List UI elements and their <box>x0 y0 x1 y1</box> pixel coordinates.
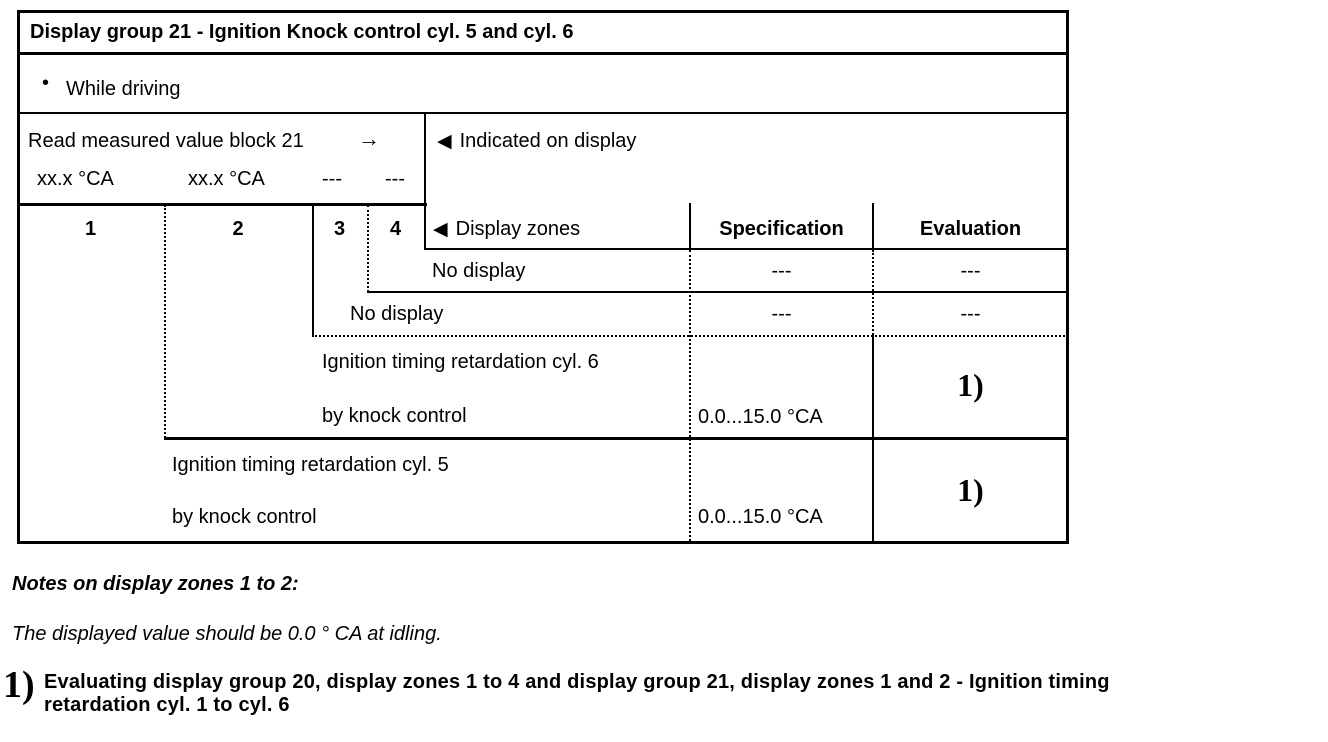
zone1-label-line2: by knock control <box>172 506 317 528</box>
display-value-2: xx.x °CA <box>188 168 265 190</box>
grid-line <box>689 203 691 250</box>
zone-number-3: 3 <box>333 218 346 240</box>
indicated-label: Indicated on display <box>459 130 637 152</box>
read-action-label: Read measured value block 21 <box>28 130 304 152</box>
notes-heading: Notes on display zones 1 to 2: <box>12 573 299 595</box>
grid-line <box>312 205 314 336</box>
zone1-label-line1: Ignition timing retardation cyl. 5 <box>172 454 449 476</box>
right-arrow-icon: → <box>358 126 380 151</box>
grid-line <box>164 437 1068 440</box>
zone3-label: No display <box>350 303 444 325</box>
footnote-line2: retardation cyl. 1 to cyl. 6 <box>44 694 290 716</box>
zone-number-2: 2 <box>232 218 244 240</box>
footnote-marker: 1) <box>3 664 35 706</box>
grid-line <box>17 52 1069 55</box>
grid-line <box>17 10 20 544</box>
zone-number-1: 1 <box>84 218 97 240</box>
grid-line <box>17 112 1069 114</box>
display-zones-label: Display zones <box>455 218 581 240</box>
grid-line <box>17 541 1069 544</box>
grid-line <box>17 10 1069 13</box>
zone-number-4: 4 <box>389 218 402 240</box>
condition-label: While driving <box>66 78 181 100</box>
display-value-1: xx.x °CA <box>37 168 114 190</box>
zone1-evaluation-footnote-ref: 1) <box>957 472 984 508</box>
grid-line <box>872 203 874 250</box>
zone4-evaluation: --- <box>960 260 981 282</box>
grid-line <box>367 205 369 292</box>
zone3-evaluation: --- <box>960 303 981 325</box>
display-zones-header: ◀ Display zones <box>433 217 580 241</box>
zone3-specification: --- <box>771 303 792 325</box>
grid-line <box>872 250 874 335</box>
evaluation-header: Evaluation <box>919 218 1022 240</box>
display-value-4: --- <box>385 168 405 190</box>
grid-line <box>367 291 1068 293</box>
zone2-specification: 0.0...15.0 °CA <box>698 406 823 428</box>
zone4-specification: --- <box>771 260 792 282</box>
zone2-label-line1: Ignition timing retardation cyl. 6 <box>322 351 599 373</box>
grid-line <box>424 112 426 250</box>
zone1-specification: 0.0...15.0 °CA <box>698 506 823 528</box>
grid-line <box>17 203 427 206</box>
display-group-title: Display group 21 - Ignition Knock contro… <box>30 21 574 43</box>
left-triangle-icon: ◀ <box>437 130 452 152</box>
indicated-on-display: ◀ Indicated on display <box>437 129 636 153</box>
bullet-icon: • <box>42 72 50 94</box>
display-value-3: --- <box>322 168 342 190</box>
zone2-evaluation-footnote-ref: 1) <box>957 367 984 403</box>
grid-line <box>164 205 166 438</box>
specification-header: Specification <box>719 218 844 240</box>
grid-line <box>689 250 691 541</box>
left-triangle-icon: ◀ <box>433 218 448 240</box>
footnote-line1: Evaluating display group 20, display zon… <box>44 671 1110 693</box>
notes-body: The displayed value should be 0.0 ° CA a… <box>12 623 442 645</box>
grid-line <box>872 335 874 541</box>
zone2-label-line2: by knock control <box>322 405 467 427</box>
grid-line <box>1066 10 1069 544</box>
zone4-label: No display <box>432 260 526 282</box>
grid-line <box>424 248 1068 250</box>
